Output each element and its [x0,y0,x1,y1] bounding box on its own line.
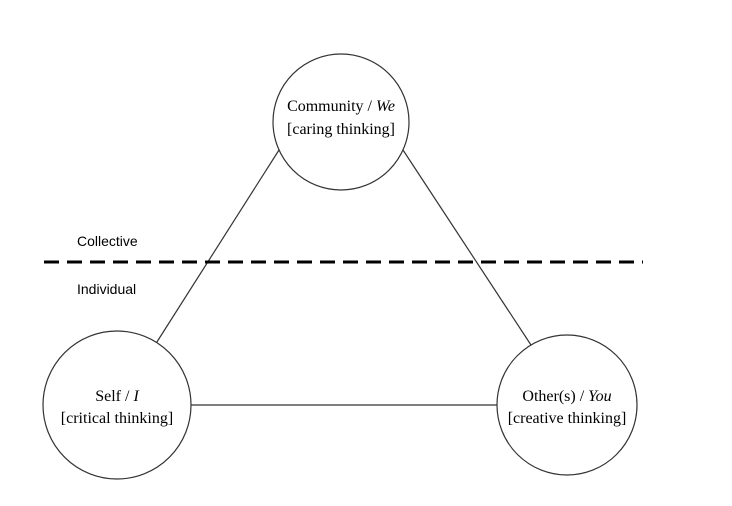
community-label: Community / We [287,98,395,115]
others-thinking: [creative thinking] [508,410,627,427]
others-label: Other(s) / You [522,388,611,405]
edge-community-self [154,149,280,346]
edge-community-others [402,149,532,346]
self-thinking: [critical thinking] [61,410,173,427]
self-node [42,330,192,480]
community-node [272,53,410,191]
self-label: Self / I [95,388,139,405]
others-node [496,334,638,476]
community-thinking: [caring thinking] [287,121,395,138]
collective-label: Collective [77,233,138,249]
individual-label: Individual [77,281,136,297]
